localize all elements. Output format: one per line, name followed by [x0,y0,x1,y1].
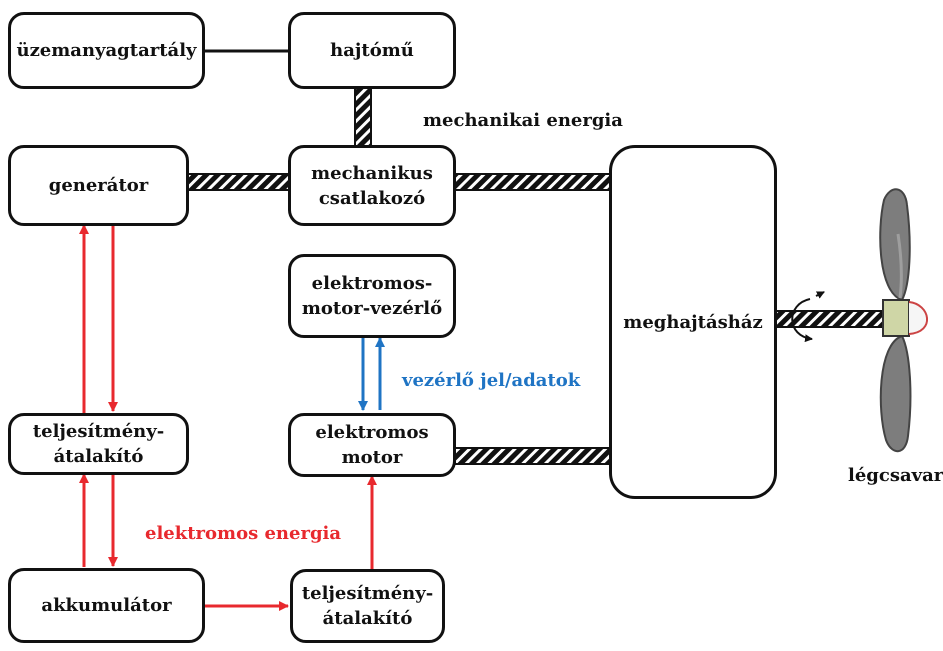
shaft-motor-gearbox [454,447,612,465]
battery-box: akkumulátor [8,568,205,643]
engine-box: hajtómű [288,12,456,89]
fuel-tank-box: üzemanyagtartály [8,12,205,89]
motor-controller-box: elektromos- motor-vezérlő [288,254,456,338]
control-signal-label: vezérlő jel/adatok [402,370,581,391]
shaft-coupler-gearbox [454,173,612,191]
mechanical-coupler-box: mechanikus csatlakozó [288,145,456,226]
electric-energy-label: elektromos energia [145,523,342,544]
propeller-icon [879,188,929,453]
mechanical-energy-label: mechanikai energia [423,110,623,131]
power-converter-left-box: teljesítmény- átalakító [8,413,189,475]
power-converter-bottom-box: teljesítmény- átalakító [290,569,445,643]
shaft-generator-coupler [186,173,291,191]
propeller-label: légcsavar [848,465,943,486]
gearbox-box: meghajtásház [609,145,777,499]
generator-box: generátor [8,145,189,226]
electric-motor-box: elektromos motor [288,413,456,477]
shaft-engine-coupler [354,87,372,149]
rotation-arrow-icon [791,291,825,343]
propeller-hub [882,299,910,337]
